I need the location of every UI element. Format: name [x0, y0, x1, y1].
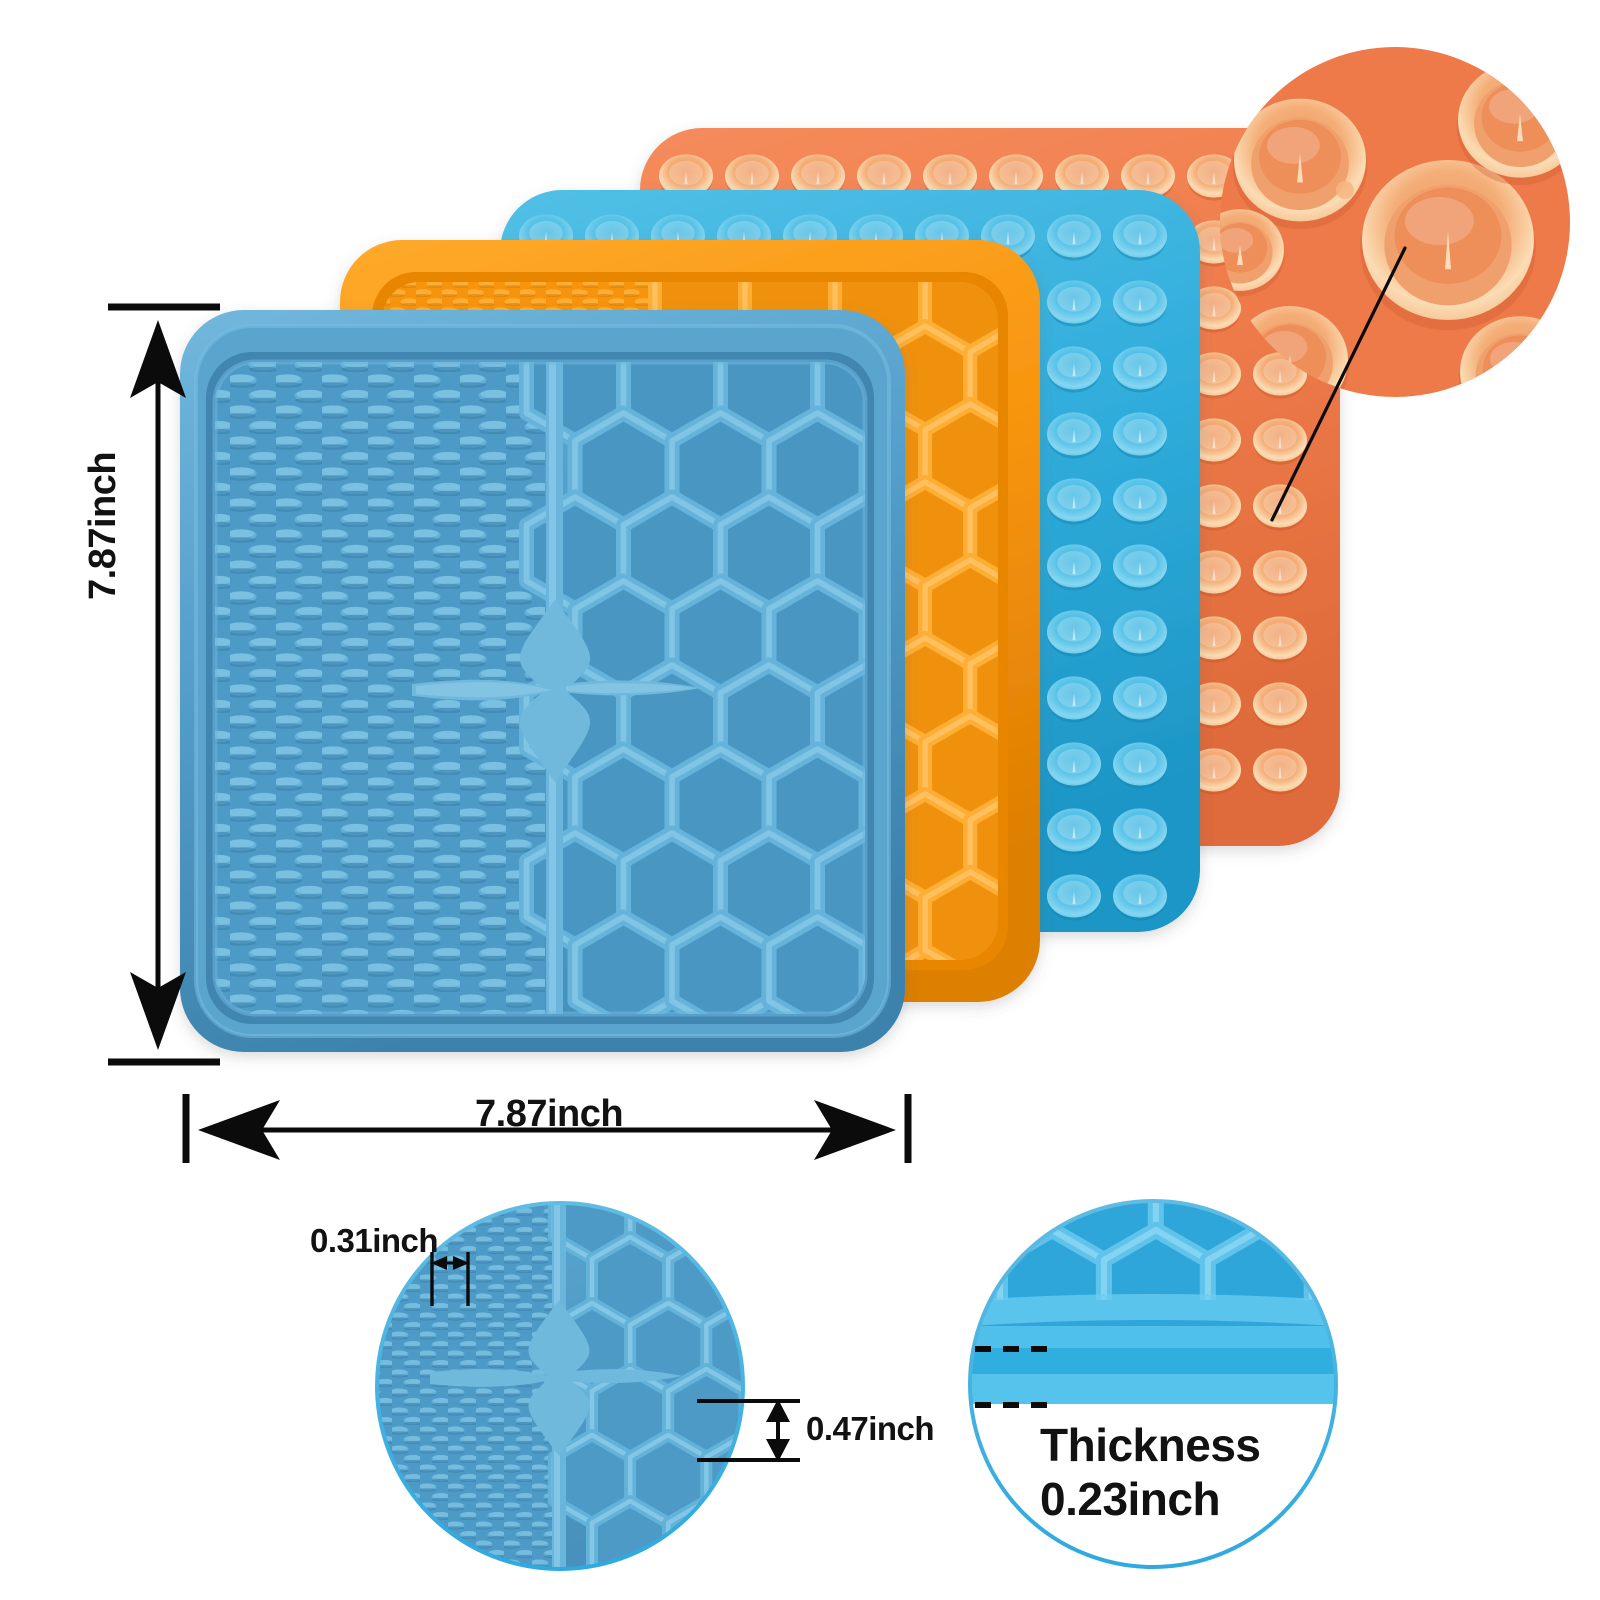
- bump-spacing-dimension: [430, 1252, 470, 1306]
- hex-arrow-up: [766, 1399, 790, 1422]
- mat-front-blue: [180, 310, 905, 1052]
- hex-cell-label: 0.47inch: [806, 1410, 935, 1447]
- bump-arrow-left: [431, 1256, 447, 1270]
- height-dimension: [108, 303, 220, 1066]
- magnifier-leader-line: [1270, 246, 1407, 522]
- hex-arrow-down: [766, 1439, 790, 1462]
- width-dimension: [182, 1094, 912, 1163]
- height-dimension-label: 7.87inch: [82, 451, 124, 600]
- hex-cell-dimension: [697, 1399, 800, 1462]
- width-dimension-label: 7.87inch: [475, 1093, 624, 1135]
- width-arrow-left: [198, 1100, 280, 1160]
- height-arrow-down: [130, 972, 186, 1050]
- bump-arrow-right: [453, 1256, 469, 1270]
- bump-spacing-label: 0.31inch: [310, 1222, 439, 1259]
- width-arrow-right: [814, 1100, 896, 1160]
- thickness-magnifier: [968, 1199, 1338, 1569]
- height-arrow-up: [130, 320, 186, 398]
- thickness-title-label: Thickness: [1040, 1419, 1261, 1471]
- thickness-value-label: 0.23inch: [1040, 1473, 1221, 1525]
